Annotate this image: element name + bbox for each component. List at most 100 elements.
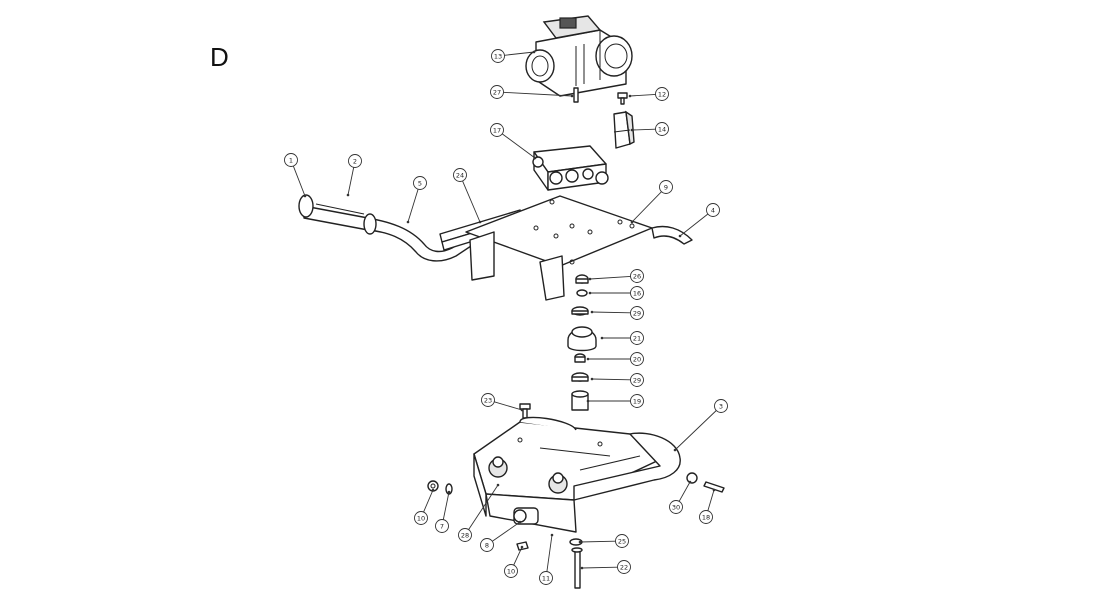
callout-circle-c10b	[504, 564, 518, 578]
callout-circle-c30	[669, 500, 683, 514]
callout-c10b: 10	[504, 564, 518, 578]
leader-tip-c7	[447, 490, 451, 494]
leader-line-c25	[579, 540, 616, 543]
part-12-screw	[617, 92, 628, 105]
leader-line-c14	[631, 128, 656, 131]
callout-c2: 2	[348, 154, 362, 168]
callout-circle-c10a	[414, 511, 428, 525]
leader-line-c26	[589, 275, 631, 280]
leader-tip-c1	[303, 194, 307, 198]
leader-tip-c24	[478, 220, 482, 224]
leader-line-c17	[501, 133, 536, 159]
callout-c16: 16	[630, 286, 644, 300]
callout-label-c29b: 29	[633, 377, 641, 385]
leader-line-c7	[442, 491, 450, 520]
callout-circle-c24	[453, 168, 467, 182]
part-16-washer	[576, 289, 588, 297]
callout-label-c18: 18	[702, 514, 710, 522]
part-3-base-frame	[473, 416, 681, 533]
callout-label-c2: 2	[353, 158, 357, 166]
leader-line-c4	[679, 213, 709, 237]
leader-line-c24	[462, 180, 481, 223]
callout-circle-c16	[630, 286, 644, 300]
callout-label-c26: 26	[633, 273, 641, 281]
leader-line-c2	[347, 167, 355, 196]
leader-tip-c21	[600, 336, 604, 340]
part-26-nut	[575, 274, 589, 284]
callout-circle-c2	[348, 154, 362, 168]
leader-tip-c29b	[590, 377, 594, 381]
leader-tip-c27	[570, 94, 574, 98]
leader-tip-c29a	[590, 310, 594, 314]
callout-label-c11: 11	[542, 575, 550, 583]
callout-c13: 13	[491, 49, 505, 63]
leader-line-c13	[504, 51, 535, 56]
callout-c29b: 29	[630, 373, 644, 387]
callout-circle-c27	[490, 85, 504, 99]
leader-tip-c3	[673, 448, 677, 452]
leader-line-c11	[546, 534, 553, 572]
leader-line-c22	[581, 566, 618, 569]
callout-label-c9: 9	[664, 184, 668, 192]
leader-line-c29b	[591, 378, 631, 381]
callout-c25: 25	[615, 534, 629, 548]
callout-label-c3: 3	[719, 403, 723, 411]
callout-circle-c18	[699, 510, 713, 524]
leader-tip-c16	[588, 291, 592, 295]
callout-c5: 5	[413, 176, 427, 190]
callout-circle-c11	[539, 571, 553, 585]
callout-label-c17: 17	[493, 127, 501, 135]
callout-circle-c21	[630, 331, 644, 345]
leader-tip-c11	[550, 533, 554, 537]
callout-label-c5: 5	[418, 180, 422, 188]
callout-label-c16: 16	[633, 290, 641, 298]
callout-c23: 23	[481, 393, 495, 407]
part-10-nut-left	[427, 480, 439, 492]
callout-circle-c22	[617, 560, 631, 574]
callout-label-c30: 30	[672, 504, 680, 512]
part-30-nut	[686, 472, 698, 484]
callout-c27: 27	[490, 85, 504, 99]
leader-tip-c9	[630, 220, 634, 224]
callout-label-c28: 28	[461, 532, 469, 540]
part-29-spacer-lower	[571, 372, 589, 382]
leader-tip-c19	[586, 399, 590, 403]
leader-tip-c14	[630, 128, 634, 132]
part-21-rubber-mount	[567, 326, 597, 352]
callout-c7: 7	[435, 519, 449, 533]
callout-label-c24: 24	[456, 172, 464, 180]
callout-c11: 11	[539, 571, 553, 585]
leader-line-c5	[407, 189, 419, 223]
leader-tip-c22	[580, 566, 584, 570]
callout-label-c1: 1	[289, 157, 293, 165]
callout-circle-c4	[706, 203, 720, 217]
callout-label-c14: 14	[658, 126, 666, 134]
leader-line-c29a	[591, 311, 631, 314]
callout-circle-c5	[413, 176, 427, 190]
part-8-clamp	[513, 507, 539, 525]
callout-c9: 9	[659, 180, 673, 194]
leader-line-c10a	[423, 489, 434, 513]
callout-circle-c29b	[630, 373, 644, 387]
callout-c21: 21	[630, 331, 644, 345]
callout-c19: 19	[630, 394, 644, 408]
callout-label-c27: 27	[493, 89, 501, 97]
callout-circle-c8	[480, 538, 494, 552]
callout-circle-c20	[630, 352, 644, 366]
part-13-motor-housing	[525, 15, 633, 97]
leader-line-c3	[674, 410, 717, 451]
callout-circle-c7	[435, 519, 449, 533]
leader-line-c1	[292, 165, 306, 197]
leader-line-c12	[629, 93, 656, 97]
callout-circle-c28	[458, 528, 472, 542]
leader-tip-c20	[586, 357, 590, 361]
leader-tip-c18	[712, 488, 716, 492]
leader-line-c27	[503, 91, 573, 97]
callout-c18: 18	[699, 510, 713, 524]
leader-line-c23	[494, 401, 523, 411]
callout-circle-c17	[490, 123, 504, 137]
callout-label-c23: 23	[484, 397, 492, 405]
leader-tip-c13	[532, 50, 536, 54]
